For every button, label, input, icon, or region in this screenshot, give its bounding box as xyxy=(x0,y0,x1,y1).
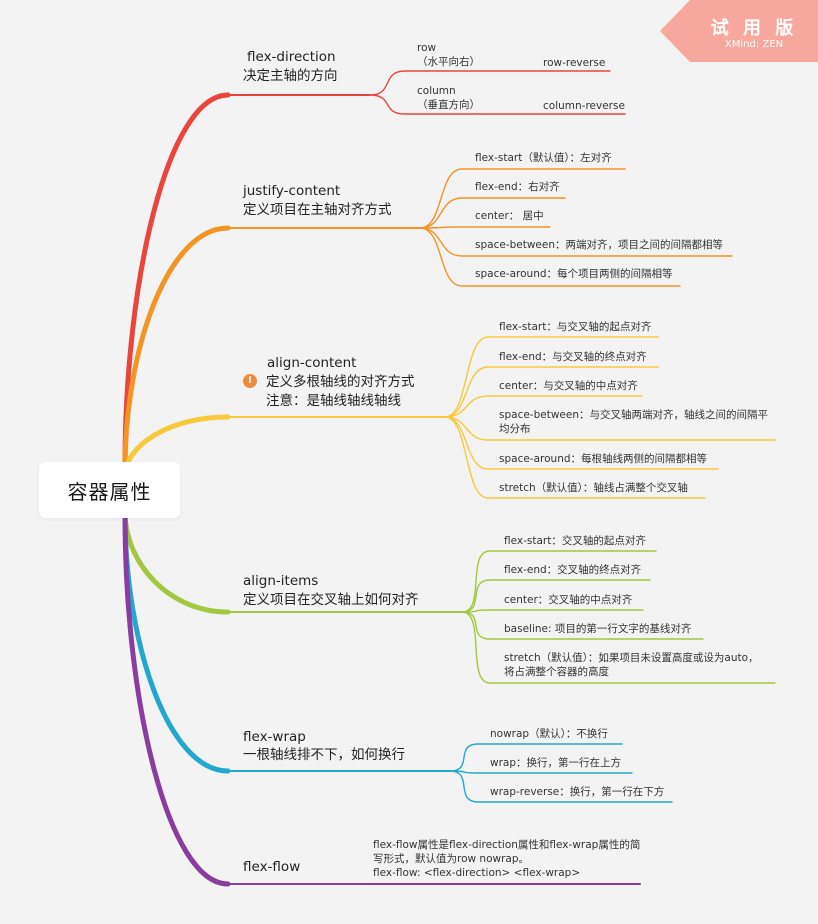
leaf-align-items-stretch[interactable]: stretch（默认值）：如果项目未设置高度或设为auto， 将占满整个容器的高… xyxy=(504,652,759,678)
leaf-wrap-reverse[interactable]: wrap-reverse：换行，第一行在下方 xyxy=(490,786,665,798)
leaf-align-content-flex-start[interactable]: flex-start：与交叉轴的起点对齐 xyxy=(499,321,652,333)
leaf-align-items-baseline[interactable]: baseline: 项目的第一行文字的基线对齐 xyxy=(504,623,692,635)
leaf-row[interactable]: row （水平向右） xyxy=(417,42,480,68)
leaf-connector xyxy=(369,94,481,115)
leaf-row-reverse[interactable]: row-reverse xyxy=(543,57,606,69)
leaf-connector xyxy=(419,226,551,229)
topic-flex-direction-name[interactable]: flex-direction xyxy=(247,49,336,65)
leaf-flex-flow-desc[interactable]: flex-flow属性是flex-direction属性和flex-wrap属性… xyxy=(373,839,641,879)
leaf-justify-flex-end[interactable]: flex-end：右对齐 xyxy=(475,181,560,193)
leaf-wrap[interactable]: wrap：换行，第一行在上方 xyxy=(490,757,622,769)
topic-align-content-name[interactable]: align-content xyxy=(267,355,357,371)
leaf-justify-space-around[interactable]: space-around：每个项目两侧的间隔相等 xyxy=(475,268,673,280)
main-branch-connector xyxy=(122,92,231,469)
leaf-connector xyxy=(461,611,776,684)
leaf-connector xyxy=(444,416,776,441)
topic-flex-direction-desc[interactable]: 决定主轴的方向 xyxy=(243,68,338,84)
topic-flex-wrap-name[interactable]: flex-wrap xyxy=(243,729,306,745)
trial-badge-subtitle: XMind: ZEN xyxy=(724,39,784,50)
leaf-justify-flex-start[interactable]: flex-start（默认值）：左对齐 xyxy=(475,152,612,164)
leaf-connector xyxy=(461,611,704,640)
root-topic[interactable]: 容器属性 xyxy=(39,462,180,518)
topic-align-items-name[interactable]: align-items xyxy=(243,573,319,589)
topic-align-content-desc[interactable]: 定义多根轴线的对齐方式 xyxy=(266,374,415,390)
leaf-connector xyxy=(449,770,673,803)
leaf-connector xyxy=(444,395,643,418)
main-branch-connector xyxy=(122,513,231,887)
leaf-nowrap[interactable]: nowrap（默认）：不换行 xyxy=(490,728,608,740)
leaf-connector xyxy=(461,550,657,613)
leaf-align-content-space-between[interactable]: space-between：与交叉轴两端对齐，轴线之间的间隔平 均分布 xyxy=(499,409,768,435)
leaf-connector xyxy=(449,743,623,772)
main-branch-connector xyxy=(122,509,231,615)
leaf-align-content-stretch[interactable]: stretch（默认值）：轴线占满整个交叉轴 xyxy=(499,482,688,494)
leaf-connector xyxy=(444,416,706,499)
leaf-connector xyxy=(419,197,566,229)
leaf-connector xyxy=(461,609,644,613)
topic-align-content-note[interactable]: 注意：是轴线轴线轴线 xyxy=(266,393,401,409)
trial-badge-title: 试 用 版 xyxy=(710,18,798,39)
topic-flex-flow-name[interactable]: flex-flow xyxy=(243,859,301,875)
topic-align-items-desc[interactable]: 定义项目在交叉轴上如何对齐 xyxy=(243,592,419,608)
topic-justify-content-desc[interactable]: 定义项目在主轴对齐方式 xyxy=(243,202,392,218)
leaf-connector xyxy=(444,336,659,418)
main-branch-connector xyxy=(122,225,231,473)
leaf-connector xyxy=(419,227,733,257)
leaf-align-items-flex-start[interactable]: flex-start：交叉轴的起点对齐 xyxy=(504,535,646,547)
leaf-connector xyxy=(419,227,681,287)
leaf-connector xyxy=(461,579,651,613)
leaf-align-content-flex-end[interactable]: flex-end：与交叉轴的终点对齐 xyxy=(499,351,647,363)
leaf-connector xyxy=(444,366,659,418)
main-branch-connector xyxy=(122,511,231,774)
leaf-connector xyxy=(419,168,626,229)
topic-flex-wrap-desc[interactable]: 一根轴线排不下，如何换行 xyxy=(243,747,405,763)
trial-badge: 试 用 版 XMind: ZEN xyxy=(660,0,818,62)
leaf-align-items-flex-end[interactable]: flex-end：交叉轴的终点对齐 xyxy=(504,564,642,576)
leaf-align-content-center[interactable]: center：与交叉轴的中点对齐 xyxy=(499,380,638,392)
leaf-connector xyxy=(449,770,633,774)
leaf-column-reverse[interactable]: column-reverse xyxy=(543,100,625,112)
topic-justify-content-name[interactable]: justify-content xyxy=(243,183,341,199)
leaf-justify-space-between[interactable]: space-between：两端对齐，项目之间的间隔都相等 xyxy=(475,239,723,251)
leaf-align-items-center[interactable]: center：交叉轴的中点对齐 xyxy=(504,594,633,606)
leaf-align-content-space-around[interactable]: space-around：每根轴线两侧的间隔都相等 xyxy=(499,453,708,465)
leaf-connector xyxy=(369,70,481,96)
leaf-column[interactable]: column （垂直方向） xyxy=(417,85,480,111)
leaf-justify-center[interactable]: center： 居中 xyxy=(475,210,544,222)
warning-icon: ! xyxy=(243,374,257,388)
trial-badge-shape xyxy=(660,0,818,62)
